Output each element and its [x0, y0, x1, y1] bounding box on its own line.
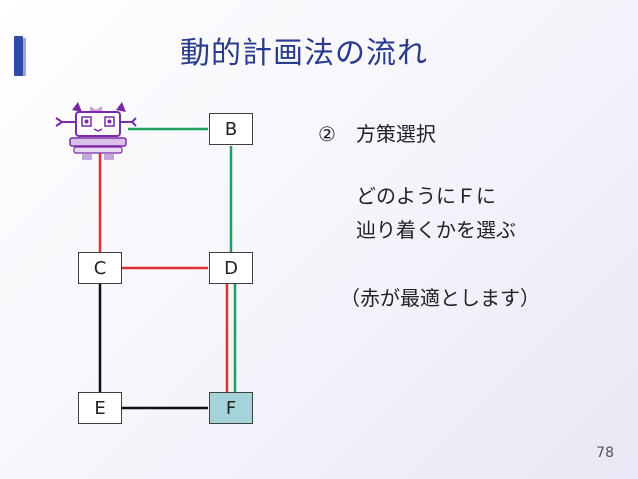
node-c: C — [78, 252, 122, 284]
optimal-path-note: （赤が最適とします） — [340, 286, 540, 310]
node-d: D — [209, 252, 253, 284]
node-e: E — [78, 392, 122, 424]
node-b: B — [209, 113, 253, 145]
slide-title: 動的計画法の流れ — [180, 36, 428, 71]
title-accent-bar — [14, 36, 26, 76]
description-line-1: どのようにＦに — [356, 184, 496, 208]
node-f-goal: F — [209, 392, 253, 424]
robot-mascot-icon — [55, 102, 137, 160]
page-number: 78 — [596, 445, 614, 461]
step-heading: ② 方策選択 — [318, 122, 436, 146]
description-line-2: 辿り着くかを選ぶ — [356, 218, 516, 242]
